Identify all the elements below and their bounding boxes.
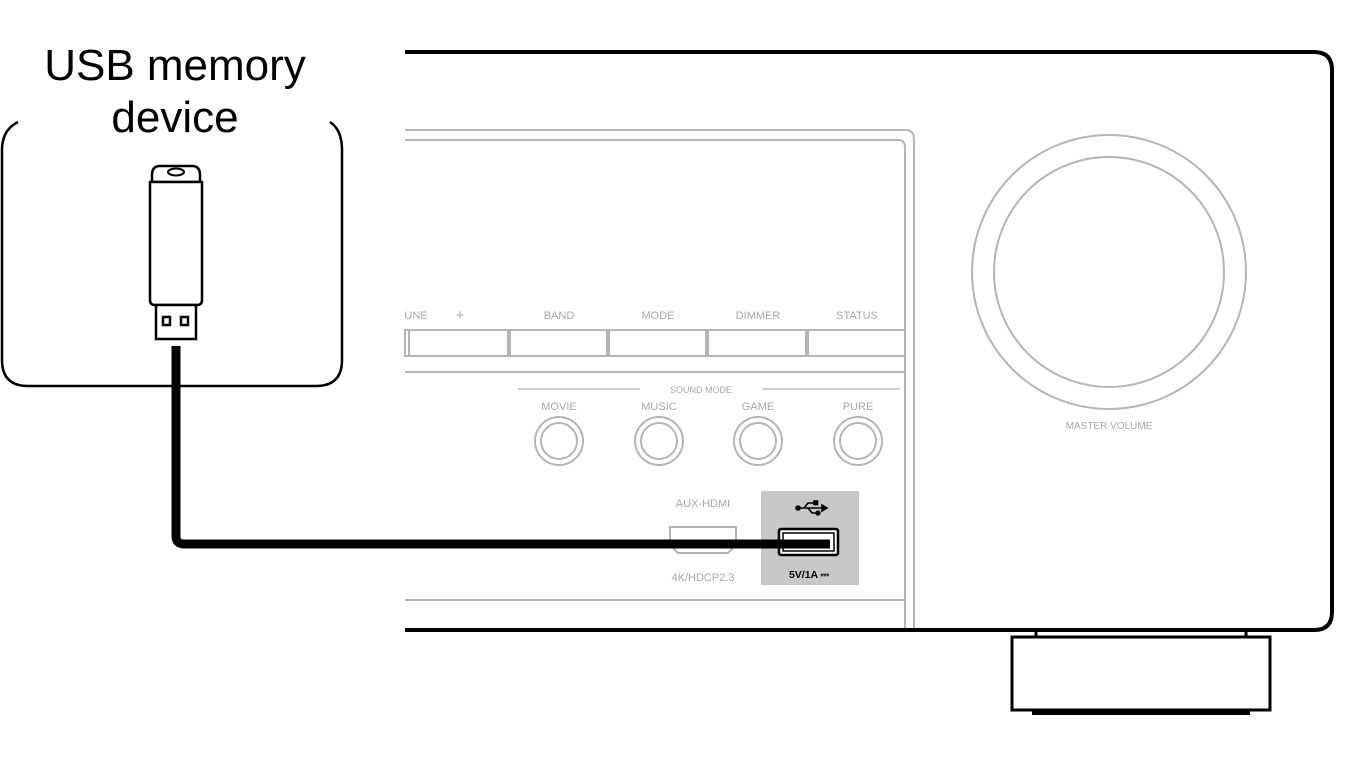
receiver-body-outline xyxy=(405,50,1334,632)
usb-trident-icon xyxy=(795,500,829,516)
label-aux-hdmi: AUX-HDMI xyxy=(676,498,730,510)
game-button xyxy=(733,416,783,466)
label-master-volume: MASTER VOLUME xyxy=(1066,421,1153,432)
usb-flash-drive-icon xyxy=(148,164,204,341)
label-plus: + xyxy=(456,307,465,324)
receiver-foot xyxy=(1010,630,1272,715)
usb-cable xyxy=(171,346,830,549)
label-music: MUSIC xyxy=(641,401,677,413)
label-sound-mode: SOUND MODE xyxy=(670,385,732,395)
label-game: GAME xyxy=(742,401,774,413)
button-row xyxy=(404,329,906,357)
usb-port-group: 5V/1A ⎓ xyxy=(761,491,859,585)
label-hdcp: 4K/HDCP2.3 xyxy=(672,572,735,584)
label-dimmer: DIMMER xyxy=(736,310,781,322)
pure-button xyxy=(833,416,883,466)
label-pure: PURE xyxy=(843,401,874,413)
caption-line-2: device xyxy=(111,93,239,142)
label-mode: MODE xyxy=(642,310,675,322)
master-volume-knob xyxy=(971,134,1247,410)
music-button xyxy=(634,416,684,466)
label-tune: UNE xyxy=(404,310,427,322)
sound-mode-group: SOUND MODE MOVIE MUSIC GAME PURE xyxy=(518,385,900,466)
label-status: STATUS xyxy=(836,310,878,322)
caption-line-1: USB memory xyxy=(44,41,306,90)
label-movie: MOVIE xyxy=(541,401,576,413)
movie-button xyxy=(534,416,584,466)
label-band: BAND xyxy=(544,310,575,322)
label-usb-rating: 5V/1A ⎓ xyxy=(789,569,830,581)
